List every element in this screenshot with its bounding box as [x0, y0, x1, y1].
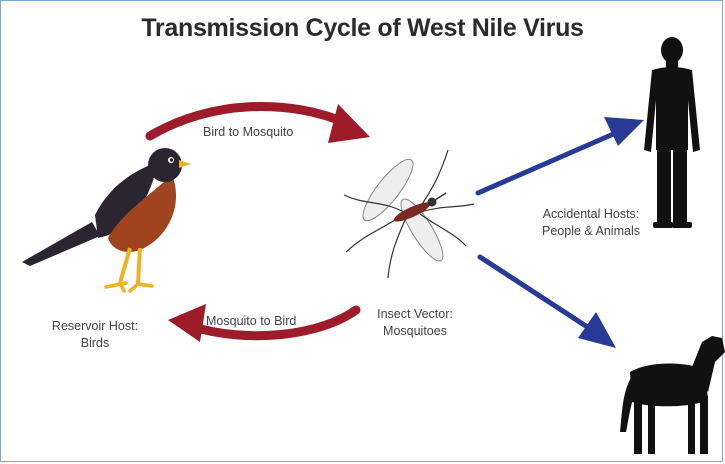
accidental-hosts-line1: Accidental Hosts: [526, 206, 656, 223]
accidental-hosts-line2: People & Animals [526, 223, 656, 240]
reservoir-host-label: Reservoir Host: Birds [40, 318, 150, 352]
mosquito-icon [344, 150, 474, 278]
reservoir-host-line1: Reservoir Host: [40, 318, 150, 335]
vector-to-person-arrow [478, 117, 644, 193]
horse-silhouette-icon [620, 336, 725, 454]
bird-icon [22, 148, 191, 291]
bird-to-mosquito-label: Bird to Mosquito [203, 124, 293, 141]
mosquito-to-bird-label: Mosquito to Bird [206, 313, 296, 330]
insect-vector-label: Insect Vector: Mosquitoes [360, 306, 470, 340]
vector-to-horse-arrow [480, 257, 616, 348]
reservoir-host-line2: Birds [40, 335, 150, 352]
insect-vector-line2: Mosquitoes [360, 323, 470, 340]
accidental-hosts-label: Accidental Hosts: People & Animals [526, 206, 656, 240]
insect-vector-line1: Insect Vector: [360, 306, 470, 323]
person-silhouette-icon [644, 37, 700, 228]
